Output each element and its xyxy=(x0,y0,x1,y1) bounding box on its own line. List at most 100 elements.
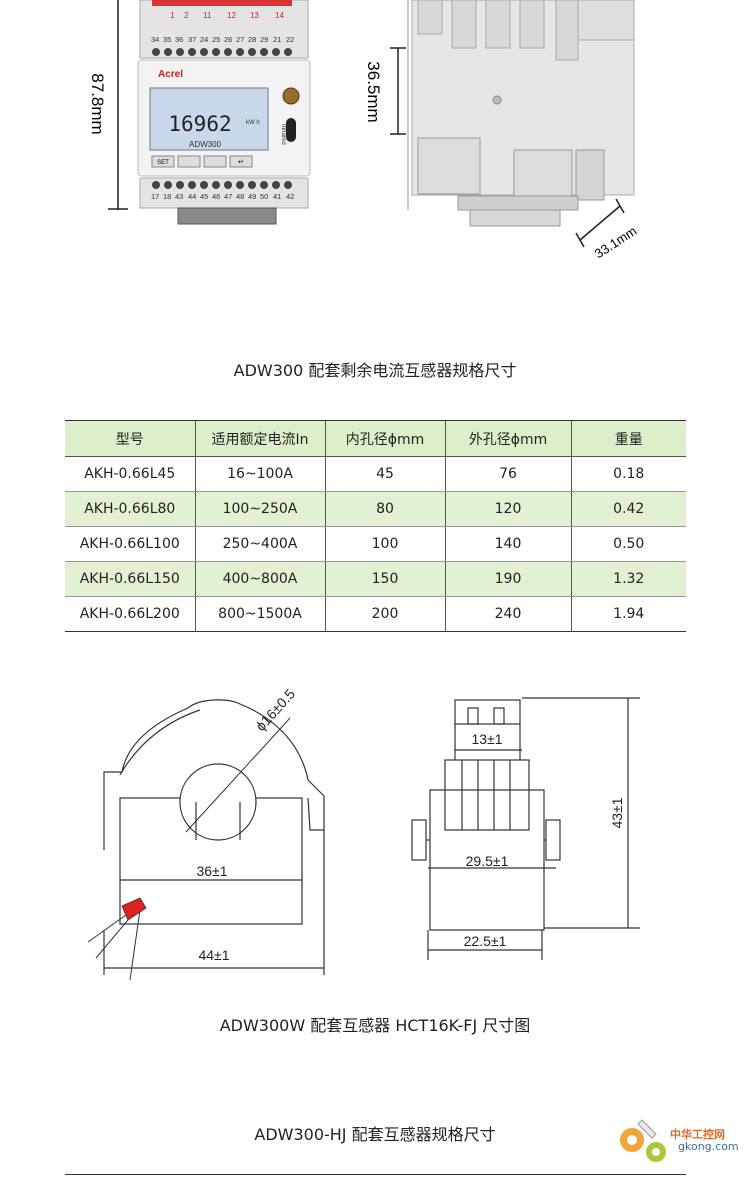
section-title-hct16k: ADW300W 配套互感器 HCT16K-FJ 尺寸图 xyxy=(219,1016,531,1035)
dim-mid-label: 29.5±1 xyxy=(466,853,509,869)
cell-inner: 80 xyxy=(324,491,445,527)
table-row: AKH-0.66L45 16~100A 45 76 0.18 xyxy=(65,456,686,492)
gear-logo-icon xyxy=(620,1119,666,1162)
cell-weight: 0.18 xyxy=(570,456,686,492)
enter-button-label: ↵ xyxy=(238,158,244,166)
lcd-screen xyxy=(149,87,269,151)
depth-dimension: 33.1mm xyxy=(575,198,640,261)
cell-model: AKH-0.66L150 xyxy=(65,561,195,597)
enter-button[interactable] xyxy=(229,155,253,168)
terminal-label: 34 xyxy=(151,35,159,44)
terminal-label: 28 xyxy=(248,35,256,44)
cell-inner: 150 xyxy=(324,561,445,597)
cell-current: 800~1500A xyxy=(194,596,325,632)
depth-dimension-label: 33.1mm xyxy=(592,223,640,261)
terminal-label: 47 xyxy=(224,192,232,201)
cell-weight: 1.32 xyxy=(570,561,686,597)
cell-model: AKH-0.66L45 xyxy=(65,456,195,492)
terminal-label: 35 xyxy=(163,35,171,44)
terminal-label: 46 xyxy=(212,192,220,201)
terminal-label: 1 xyxy=(170,11,175,20)
terminal-label: 45 xyxy=(200,192,208,201)
watermark-text: 中华工控网 xyxy=(670,1128,725,1141)
table-row: AKH-0.66L150 400~800A 150 190 1.32 xyxy=(65,561,686,597)
terminal-label: 41 xyxy=(273,192,281,201)
left-button[interactable] xyxy=(177,155,201,168)
terminal-label: 43 xyxy=(175,192,183,201)
infrared-label: Infrared xyxy=(280,124,286,145)
model-label: ADW300 xyxy=(189,140,222,149)
lcd-value: 16962 xyxy=(168,112,231,136)
terminal-label: 36 xyxy=(175,35,183,44)
terminal-label: 25 xyxy=(212,35,220,44)
terminal-label: 11 xyxy=(203,11,212,20)
dim-bottom-label: 22.5±1 xyxy=(464,933,507,949)
cell-inner: 100 xyxy=(324,526,445,562)
cell-current: 250~400A xyxy=(194,526,325,562)
terminal-label: 42 xyxy=(286,192,294,201)
terminal-label: 24 xyxy=(200,35,208,44)
brand-logo: Acrel xyxy=(158,69,183,80)
cell-model: AKH-0.66L80 xyxy=(65,491,195,527)
terminal-label: 29 xyxy=(260,35,268,44)
device-side xyxy=(407,0,635,227)
cell-outer: 120 xyxy=(444,491,571,527)
cell-model: AKH-0.66L100 xyxy=(65,526,195,562)
terminal-label: 27 xyxy=(236,35,244,44)
cable-red-tab xyxy=(121,897,147,921)
table-row: AKH-0.66L100 250~400A 100 140 0.50 xyxy=(65,526,686,562)
infrared-window xyxy=(286,118,296,142)
terminal-label: 44 xyxy=(188,192,196,201)
cell-current: 16~100A xyxy=(194,456,325,492)
section-title-adw300: ADW300 配套剩余电流互感器规格尺寸 xyxy=(233,361,517,380)
hct16k-drawing: ϕ16±0.5 36±1 44±1 13±1 29.5±1 22.5±1 43±… xyxy=(87,686,640,981)
set-button[interactable] xyxy=(151,155,175,168)
cell-weight: 0.50 xyxy=(570,526,686,562)
cell-outer: 190 xyxy=(444,561,571,597)
table-header-row: 型号 适用额定电流In 内孔径ϕmm 外孔径ϕmm 重量 xyxy=(65,420,686,457)
top-screws xyxy=(152,48,292,56)
section-title-adw300-hj: ADW300-HJ 配套互感器规格尺寸 xyxy=(254,1125,496,1144)
dim-height-label: 43±1 xyxy=(609,797,625,828)
watermark-domain: gkong.com xyxy=(678,1140,739,1153)
device-front: 1 2 11 12 13 14 34 35 36 37 24 25 26 27 … xyxy=(137,0,311,225)
height-dimension-label: 87.8mm xyxy=(88,73,107,134)
cell-current: 100~250A xyxy=(194,491,325,527)
dim-inner-width-label: 36±1 xyxy=(196,863,227,879)
terminal-label: 21 xyxy=(273,35,281,44)
cell-model: AKH-0.66L200 xyxy=(65,596,195,632)
terminal-label: 17 xyxy=(151,192,159,201)
lcd-unit: kW h xyxy=(246,120,260,126)
up-button[interactable] xyxy=(203,155,227,168)
terminal-label: 37 xyxy=(188,35,196,44)
cell-current: 400~800A xyxy=(194,561,325,597)
cell-outer: 240 xyxy=(444,596,571,632)
dim-top-label: 13±1 xyxy=(471,731,502,747)
terminal-label: 50 xyxy=(260,192,268,201)
header-rated-current: 适用额定电流In xyxy=(194,420,325,457)
header-outer-diameter: 外孔径ϕmm xyxy=(444,420,571,457)
spec-table: 型号 适用额定电流In 内孔径ϕmm 外孔径ϕmm 重量 AKH-0.66L45… xyxy=(65,420,686,632)
dim-hole-label: ϕ16±0.5 xyxy=(252,686,298,734)
side-dimension: 36.5mm xyxy=(364,47,406,135)
cell-weight: 0.42 xyxy=(570,491,686,527)
keypad: SET ↵ xyxy=(151,155,253,168)
terminal-label: 18 xyxy=(163,192,171,201)
terminal-label: 49 xyxy=(248,192,256,201)
terminal-label: 48 xyxy=(236,192,244,201)
bottom-screws xyxy=(152,181,292,189)
dim-outer-width-label: 44±1 xyxy=(198,947,229,963)
terminal-label: 13 xyxy=(250,11,259,20)
table-row: AKH-0.66L200 800~1500A 200 240 1.94 xyxy=(65,596,686,632)
front-view xyxy=(87,699,325,981)
header-weight: 重量 xyxy=(570,420,686,457)
antenna-port-icon xyxy=(282,87,300,105)
header-model: 型号 xyxy=(65,420,195,457)
bottom-terminal-labels: 17 18 43 44 45 46 47 48 49 50 41 42 xyxy=(151,192,294,201)
cell-inner: 45 xyxy=(324,456,445,492)
cell-weight: 1.94 xyxy=(570,596,686,632)
watermark: 中华工控网 gkong.com xyxy=(612,1112,744,1172)
cell-outer: 76 xyxy=(444,456,571,492)
device-photos: 87.8mm 1 2 11 12 13 14 34 35 36 37 24 25… xyxy=(88,0,640,261)
terminal-label: 14 xyxy=(275,11,284,20)
